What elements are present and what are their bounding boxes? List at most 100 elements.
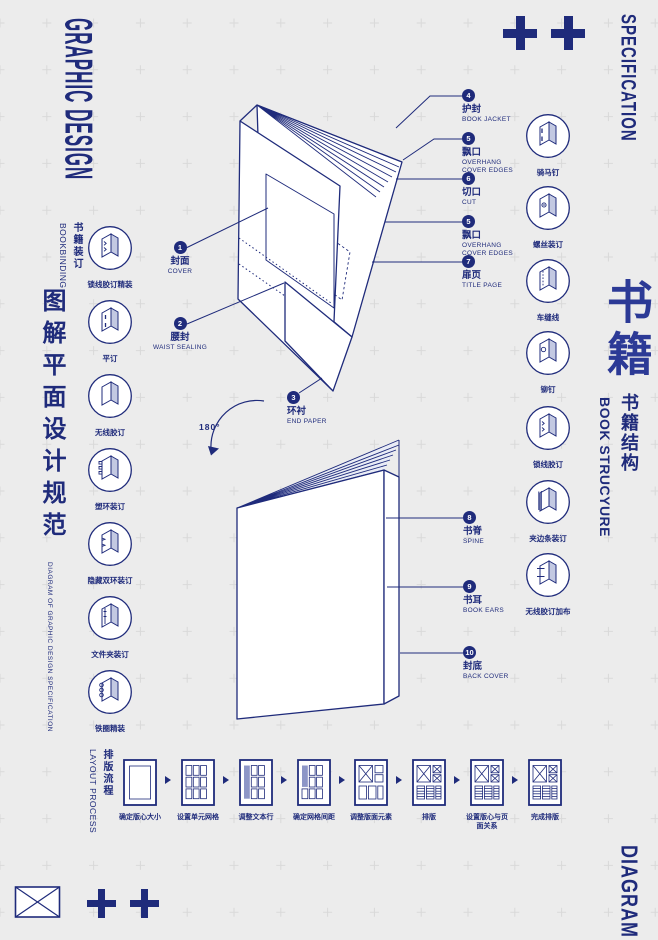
process-caption: 确定版心大小	[119, 814, 161, 821]
binding-icon-machine-sewn: 车缝线	[525, 258, 571, 323]
layout-thumbnail	[239, 759, 273, 811]
binding-label: 塑环装订	[95, 502, 125, 511]
callout-number-badge: 3	[287, 391, 300, 404]
binding-icon-screw: 螺丝装订	[525, 185, 571, 250]
right-sub-cn: 书籍结构	[619, 393, 639, 473]
process-caption: 调整文本行	[238, 814, 274, 821]
book-corner-icon	[87, 299, 133, 350]
process-caption: 设置单元网格	[177, 814, 219, 821]
process-caption: 设置版心与页面关系	[466, 814, 508, 830]
callout-en-label: BACK COVER	[463, 673, 509, 680]
envelope-icon	[14, 886, 61, 918]
callout-en-label: END PAPER	[287, 418, 327, 425]
book-corner-icon	[87, 521, 133, 572]
right-big-title: 书籍	[601, 278, 653, 382]
bottom-right-label: DIAGRAM	[616, 845, 643, 938]
process-header-en: LAYOUT PROCESS	[88, 749, 98, 834]
callout-number-badge: 9	[463, 580, 476, 593]
binding-label: 车缝线	[536, 313, 560, 322]
binding-label: 锁线胶订	[533, 460, 563, 469]
arrow-right-icon	[223, 776, 229, 784]
plus-icon	[503, 16, 537, 50]
arrow-right-icon	[281, 776, 287, 784]
arrow-right-icon	[454, 776, 460, 784]
book-corner-icon	[525, 113, 571, 164]
binding-label: 隐藏双环装订	[87, 576, 133, 585]
process-step-7: 设置版心与页面关系	[466, 759, 508, 831]
layout-thumbnail	[123, 759, 157, 811]
callout-title-page: 7 扉页 TITLE PAGE	[462, 255, 520, 290]
layout-thumbnail	[297, 759, 331, 811]
arrow-right-icon	[165, 776, 171, 784]
book-corner-icon	[525, 258, 571, 309]
process-header-cn: 排版流程	[101, 749, 112, 797]
callout-number-badge: 4	[462, 89, 475, 102]
callout-cn-label: 扉页	[462, 270, 482, 281]
layout-thumbnail	[412, 759, 446, 811]
binding-icon-sewn-glue: 锁线胶订	[525, 405, 571, 470]
binding-icon-edge-clamp: 夹边条装订	[525, 479, 571, 544]
callout-number-badge: 5	[462, 215, 475, 228]
callout-number-badge: 5	[462, 132, 475, 145]
callout-en-label: COVER	[167, 268, 193, 275]
binding-icon-plastic-comb: 塑环装订	[87, 447, 133, 512]
rotation-degree-label: 180°	[199, 422, 221, 432]
binding-header-cn: 书籍装订	[71, 222, 82, 270]
process-caption: 完成排版	[531, 814, 559, 821]
right-sub-en: BOOK STRUCYURE	[597, 397, 613, 538]
book-corner-icon	[525, 405, 571, 456]
callout-cn-label: 书耳	[463, 595, 483, 606]
callout-cn-label: 书脊	[463, 526, 483, 537]
binding-icon-rivet: 铆钉	[525, 330, 571, 395]
callout-en-label: OVERHANG COVER EDGES	[462, 159, 513, 174]
callout-cover: 1 封面 COVER	[145, 241, 215, 276]
layout-thumbnail	[470, 759, 504, 811]
book-corner-icon	[87, 373, 133, 424]
callout-end-paper: 3 环衬 END PAPER	[287, 391, 345, 426]
binding-label: 无线胶订加布	[525, 607, 571, 616]
arrow-right-icon	[396, 776, 402, 784]
callout-cn-label: 环衬	[287, 406, 307, 417]
left-en-subtitle: DIAGRAM OF GRAPHIC DESIGN SPECIFICATION	[46, 562, 53, 732]
callout-cn-label: 腰封	[170, 332, 190, 343]
callout-en-label: BOOK JACKET	[462, 116, 511, 123]
process-step-5: 调整版面元素	[350, 759, 392, 823]
callout-cut: 6 切口 CUT	[462, 172, 520, 207]
process-caption: 调整版面元素	[350, 814, 392, 821]
callout-en-label: WAIST SEALING	[152, 344, 208, 351]
callout-book-ears: 9 书耳 BOOK EARS	[463, 580, 521, 615]
binding-label: 锁线胶订精装	[87, 280, 133, 289]
process-step-8: 完成排版	[528, 759, 562, 823]
plus-icon	[130, 889, 159, 918]
callout-en-label: OVERHANG COVER EDGES	[462, 242, 513, 257]
callout-number-badge: 6	[462, 172, 475, 185]
binding-icon-cloth-perfect: 无线胶订加布	[525, 552, 571, 617]
binding-label: 骑马钉	[536, 168, 560, 177]
binding-label: 螺丝装订	[533, 240, 563, 249]
callout-number-badge: 2	[173, 317, 187, 330]
plus-icon	[551, 16, 585, 50]
callout-number-badge: 7	[462, 255, 475, 268]
top-left-title: GRAPHIC DESIGN	[56, 18, 100, 181]
binding-label: 夹边条装订	[529, 534, 567, 543]
book-corner-icon	[87, 669, 133, 720]
process-caption: 排版	[422, 814, 436, 821]
process-step-1: 确定版心大小	[119, 759, 161, 823]
callout-cn-label: 切口	[462, 187, 482, 198]
binding-icon-folder: 文件夹装订	[87, 595, 133, 660]
process-step-2: 设置单元网格	[177, 759, 219, 823]
callout-overhang-top: 5 飘口 OVERHANG COVER EDGES	[462, 132, 520, 174]
callout-cn-label: 护封	[462, 104, 482, 115]
binding-icon-perfect: 无线胶订	[87, 373, 133, 438]
callout-overhang-bottom: 5 飘口 OVERHANG COVER EDGES	[462, 215, 520, 257]
callout-back-cover: 10 封底 BACK COVER	[463, 646, 521, 681]
left-cn-title: 图解平面设计规范	[38, 288, 65, 544]
callout-en-label: SPINE	[463, 538, 485, 545]
callout-cn-label: 飘口	[462, 230, 482, 241]
callout-en-label: CUT	[462, 199, 477, 206]
process-caption: 确定网格间距	[293, 814, 335, 821]
layout-thumbnail	[181, 759, 215, 811]
binding-label: 铆钉	[540, 385, 556, 394]
callout-cn-label: 封面	[170, 256, 190, 267]
